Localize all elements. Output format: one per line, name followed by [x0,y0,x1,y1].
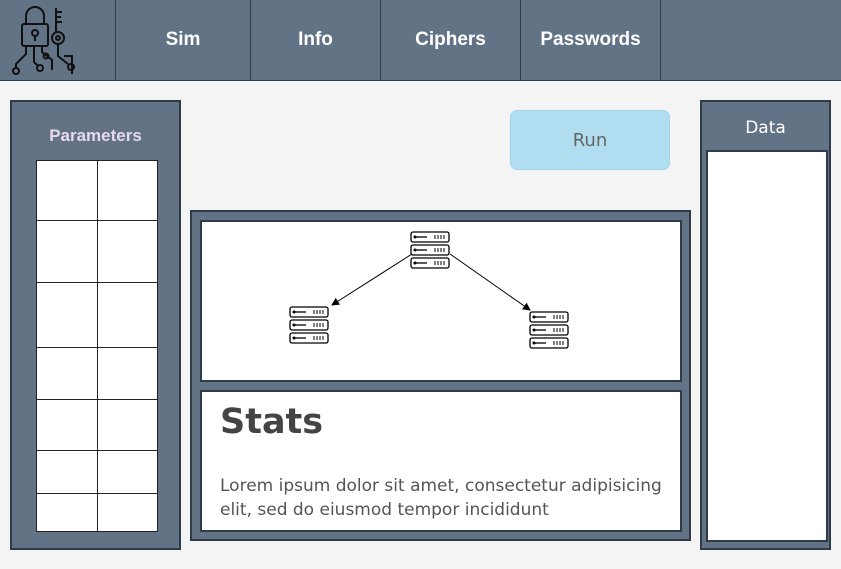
data-panel: Data [700,100,831,550]
nav-info[interactable]: Info [251,0,381,80]
nav-passwords-label: Passwords [540,29,641,50]
parameters-panel: Parameters [10,100,181,550]
table-row-divider [37,347,157,348]
connection-arrow-right [449,253,531,311]
run-button[interactable]: Run [510,110,670,170]
table-row-divider [37,220,157,221]
nav-ciphers[interactable]: Ciphers [381,0,521,80]
server-stack-icon [529,311,569,349]
nav-passwords[interactable]: Passwords [521,0,661,80]
top-navigation-bar: Sim Info Ciphers Passwords [0,0,841,81]
server-stack-icon [289,306,329,344]
logo[interactable] [0,0,116,80]
parameters-table[interactable] [36,160,158,532]
nav-sim-label: Sim [165,29,201,50]
table-row-divider [37,450,157,451]
table-row-divider [37,493,157,494]
nav-ciphers-label: Ciphers [415,29,486,50]
stats-description: Lorem ipsum dolor sit amet, consectetur … [220,476,662,520]
run-button-label: Run [572,129,608,151]
table-column-divider [97,161,98,531]
network-diagram [200,220,682,382]
parameters-title: Parameters [49,126,142,145]
data-output-box[interactable] [706,150,828,542]
connection-arrow-left [331,253,413,306]
nav-sim[interactable]: Sim [116,0,251,80]
lock-key-circuit-logo-icon [12,6,75,75]
server-stack-icon [410,231,450,269]
table-row-divider [37,282,157,283]
data-title: Data [745,118,786,138]
network-diagram-canvas [289,231,569,349]
main-panel: Stats Lorem ipsum dolor sit amet, consec… [190,210,691,541]
nav-info-label: Info [298,29,333,50]
stats-section: Stats Lorem ipsum dolor sit amet, consec… [200,390,682,532]
stats-title: Stats [220,402,324,442]
table-row-divider [37,399,157,400]
